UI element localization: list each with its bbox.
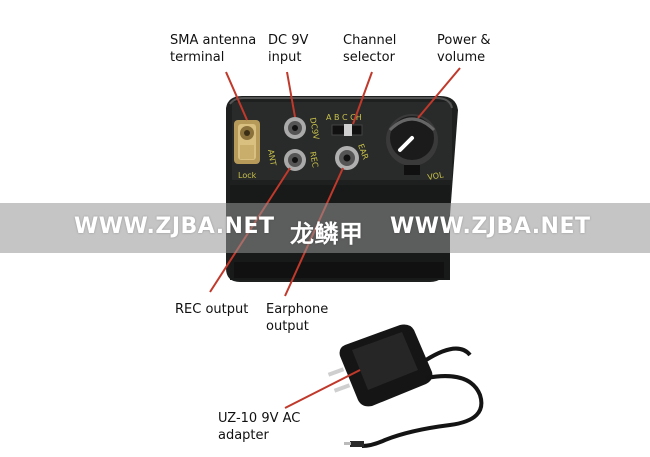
lock-marking: Lock [238, 171, 257, 180]
rec-output-jack [284, 149, 306, 171]
dc9v-marking: DC9V [308, 117, 321, 141]
channel-selector-switch [331, 124, 363, 136]
adapter-label: UZ-10 9V AC adapter [218, 411, 301, 443]
dc-input-label: DC 9V input [268, 33, 309, 65]
rec-marking: REC [308, 151, 320, 169]
sma-leader-line [225, 71, 248, 121]
sma-antenna-label: SMA antenna terminal [170, 33, 257, 65]
channel-leader-line [352, 71, 373, 125]
ac-adapter [327, 324, 484, 448]
dc-leader-line [286, 71, 296, 118]
volume-knob [386, 114, 438, 175]
earphone-output-jack [335, 146, 359, 170]
ant-marking: ANT [266, 149, 278, 167]
watermark-middle: 龙鳞甲 [290, 220, 364, 248]
vol-marking: VOL [427, 170, 445, 182]
watermark-band [0, 203, 650, 253]
power-volume-label: Power & volume [437, 33, 491, 65]
dc-input-jack [284, 117, 306, 139]
adapter-leader-line [284, 369, 361, 409]
channel-marking: A B C CH [326, 113, 362, 122]
rec-output-label: REC output [175, 302, 249, 317]
channel-selector-label: Channel selector [343, 33, 397, 65]
panel-markings: A B C CH ANT DC9V REC EAR VOL Lock [238, 113, 445, 182]
power-leader-line [417, 67, 461, 119]
watermark-left: WWW.ZJBA.NET [74, 214, 275, 239]
earphone-output-label: Earphone output [266, 302, 329, 334]
sma-antenna-connector [234, 120, 260, 164]
watermark-right: WWW.ZJBA.NET [390, 214, 591, 239]
